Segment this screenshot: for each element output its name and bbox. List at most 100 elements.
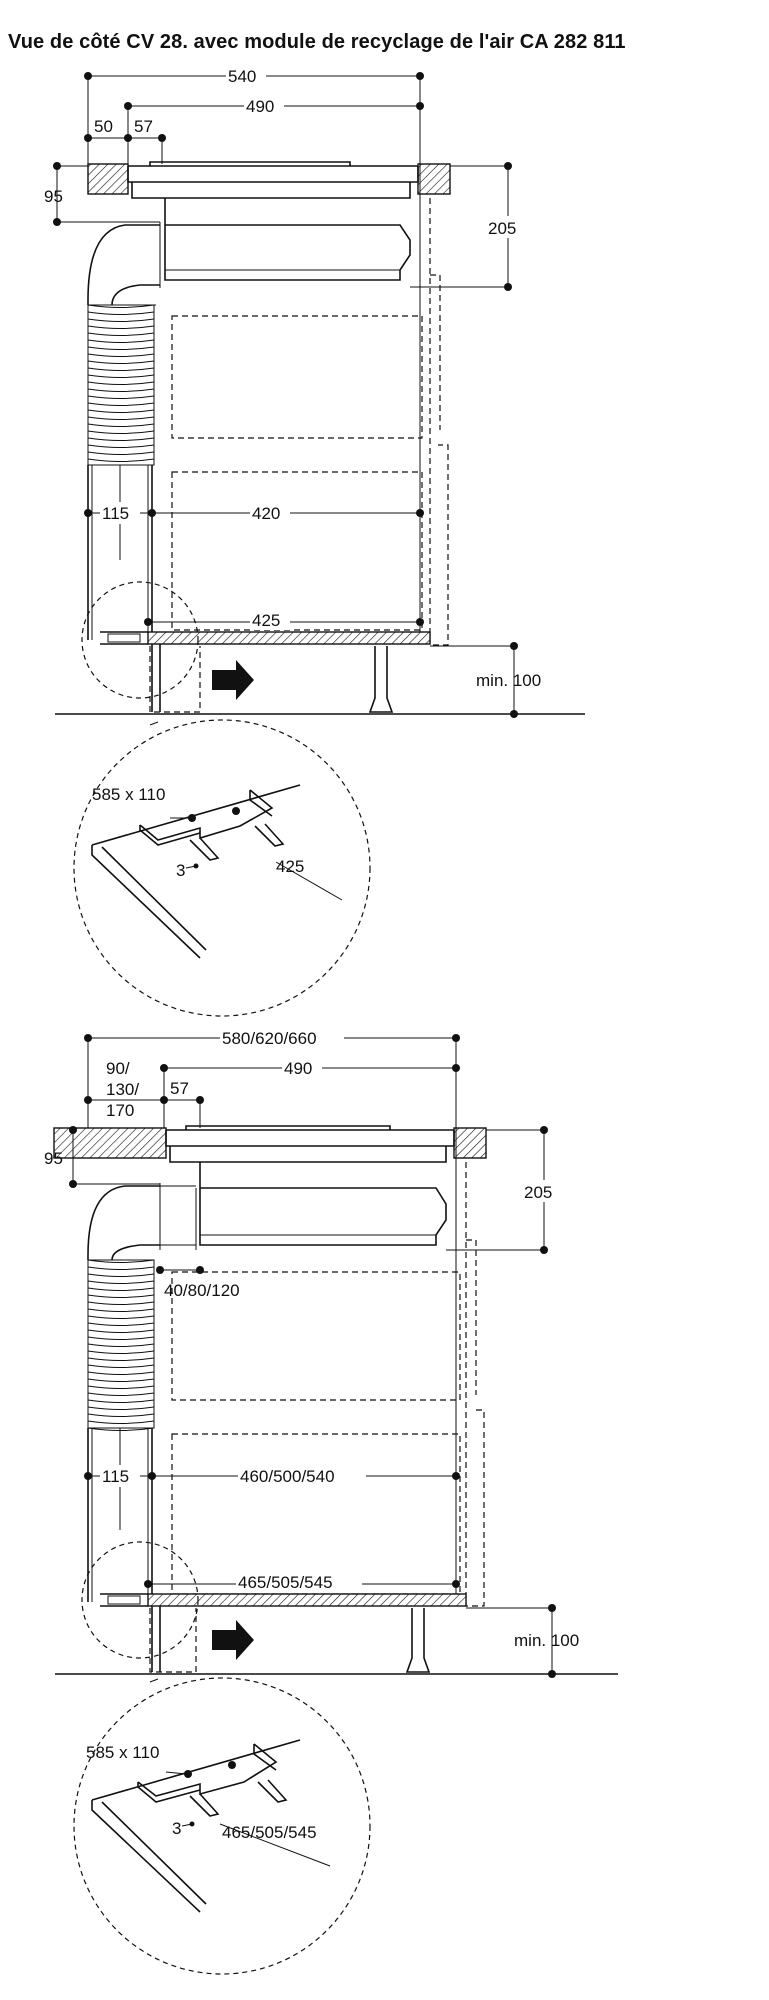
duct-pleat <box>87 1287 155 1291</box>
dim-170: 170 <box>106 1101 134 1120</box>
duct-pleat <box>87 1413 155 1417</box>
duct-pleat <box>87 395 155 399</box>
dimension-labels: 540 490 50 57 95 205 115 420 425 min. 10… <box>44 66 541 690</box>
dim-205: 205 <box>488 219 516 238</box>
airflow-arrow-icon-2 <box>212 1620 254 1660</box>
duct-pleat <box>87 423 155 427</box>
duct-pleat <box>87 1420 155 1424</box>
dim-50: 50 <box>94 117 113 136</box>
duct-pleat <box>87 451 155 455</box>
dim-115-2: 115 <box>102 1467 129 1486</box>
cabinet-base-panel-2 <box>147 1593 467 1607</box>
dim-580-620-660: 580/620/660 <box>222 1029 317 1048</box>
duct-pleat <box>87 339 155 343</box>
duct-pleat <box>87 1266 155 1270</box>
duct-pleat <box>87 402 155 406</box>
duct-pleat <box>87 304 155 308</box>
dim-490-2: 490 <box>284 1059 312 1078</box>
dimension-labels-2: 580/620/660 490 90/ 130/ 170 57 95 205 4… <box>44 1028 579 1650</box>
dim-130: 130/ <box>106 1080 139 1099</box>
dim-465-505-545: 465/505/545 <box>238 1573 333 1592</box>
duct-pleat <box>87 1280 155 1284</box>
duct-pleat <box>87 409 155 413</box>
dim-57-2: 57 <box>170 1079 189 1098</box>
duct-pleat <box>87 1343 155 1347</box>
duct-pleat <box>87 1364 155 1368</box>
detail-view-1: 585 x 110 3 425 <box>73 719 371 1017</box>
duct-pleat <box>87 1315 155 1319</box>
side-view-2: 580/620/660 490 90/ 130/ 170 57 95 205 4… <box>44 1028 618 1975</box>
detail-view-2: 585 x 110 3 465/505/545 <box>73 1677 371 1975</box>
duct-pleat <box>87 1259 155 1263</box>
air-duct-2 <box>87 1183 196 1602</box>
page-title: Vue de côté CV 28. avec module de recycl… <box>8 31 626 53</box>
duct-pleat <box>87 458 155 462</box>
cooktop-body <box>127 161 419 285</box>
dim-min-100: min. 100 <box>476 671 541 690</box>
detail-marker-circle <box>81 581 199 699</box>
duct-pleat <box>87 1336 155 1340</box>
dim-57: 57 <box>134 117 153 136</box>
detail-thickness-2: 3 <box>172 1819 181 1838</box>
duct-pleat <box>87 332 155 336</box>
dim-490: 490 <box>246 97 274 116</box>
duct-pleat <box>87 1308 155 1312</box>
detail-cut-size: 585 x 110 <box>92 785 165 804</box>
dim-420: 420 <box>252 504 280 523</box>
dim-95: 95 <box>44 187 63 206</box>
duct-pleat <box>87 430 155 434</box>
duct-pleat <box>87 353 155 357</box>
duct-pleat <box>87 388 155 392</box>
duct-pleat <box>87 1371 155 1375</box>
duct-pleat <box>87 1427 155 1431</box>
duct-pleat <box>87 1392 155 1396</box>
duct-pleat <box>87 416 155 420</box>
detail-depth: 425 <box>276 857 304 876</box>
dim-min-100-2: min. 100 <box>514 1631 579 1650</box>
detail-cut-size-2: 585 x 110 <box>86 1743 159 1762</box>
duct-pleat <box>87 1329 155 1333</box>
duct-pleat <box>87 1406 155 1410</box>
air-duct <box>87 222 161 640</box>
dim-425: 425 <box>252 611 280 630</box>
cabinet-outline-2 <box>171 1162 485 1607</box>
dim-40-80-120: 40/80/120 <box>164 1281 240 1300</box>
duct-pleat <box>87 1350 155 1354</box>
duct-pleat <box>87 1385 155 1389</box>
duct-pleat <box>87 1322 155 1326</box>
dim-115: 115 <box>102 504 129 523</box>
detail-marker-circle-2 <box>81 1541 199 1659</box>
cabinet-base-panel <box>147 631 431 645</box>
duct-pleat <box>87 1273 155 1277</box>
dim-95-2: 95 <box>44 1149 63 1168</box>
duct-pleat <box>87 367 155 371</box>
duct-pleat <box>87 346 155 350</box>
duct-pleat <box>87 1378 155 1382</box>
duct-pleat <box>87 1357 155 1361</box>
duct-pleat <box>87 318 155 322</box>
duct-pleat <box>87 437 155 441</box>
duct-pleat <box>87 1399 155 1403</box>
worktop-left-section <box>87 163 129 195</box>
detail-thickness: 3 <box>176 861 185 880</box>
cooktop-body-2 <box>165 1125 455 1250</box>
side-view-1: 540 490 50 57 95 205 115 420 425 min. 10… <box>44 66 585 1017</box>
dim-540: 540 <box>228 67 256 86</box>
airflow-arrow-icon <box>212 660 254 700</box>
dimension-lines <box>53 72 518 718</box>
cabinet-outline <box>171 198 449 646</box>
duct-pleat <box>87 1301 155 1305</box>
duct-pleat <box>87 381 155 385</box>
duct-pleat <box>87 325 155 329</box>
duct-pleat <box>87 374 155 378</box>
duct-pleat <box>87 1294 155 1298</box>
worktop-right-section-2 <box>453 1127 487 1159</box>
duct-pleat <box>87 360 155 364</box>
detail-depth-2: 465/505/545 <box>222 1823 317 1842</box>
duct-pleat <box>87 444 155 448</box>
duct-pleat <box>87 311 155 315</box>
dim-460-500-540: 460/500/540 <box>240 1467 335 1486</box>
dim-205-2: 205 <box>524 1183 552 1202</box>
worktop-right-section <box>417 163 451 195</box>
